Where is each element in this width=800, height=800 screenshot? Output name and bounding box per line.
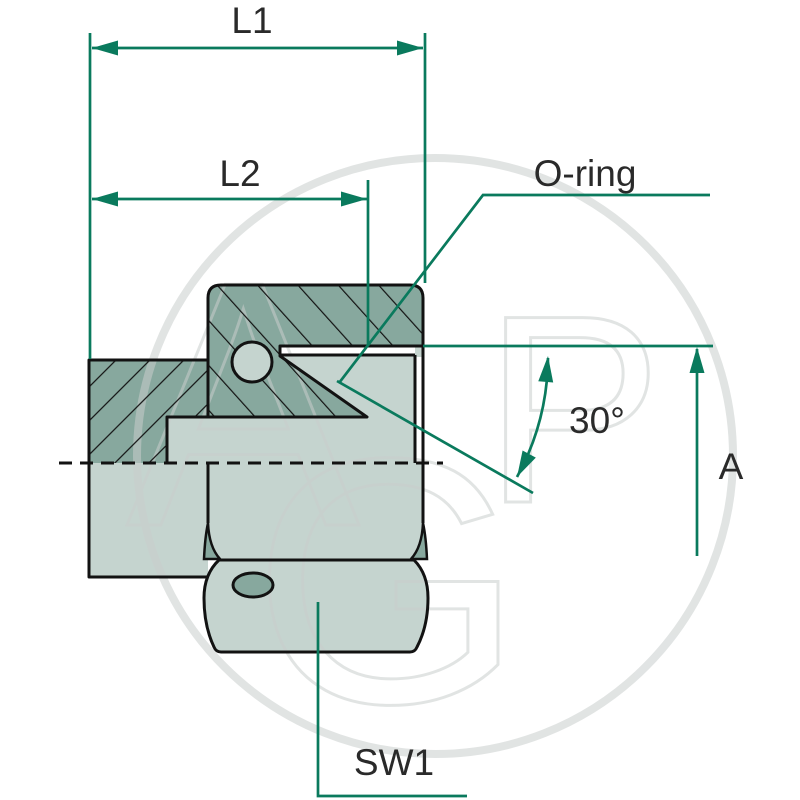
angle-label: 30°	[569, 400, 625, 441]
sw1-leader-line	[316, 602, 467, 798]
hex-face-oval	[231, 571, 275, 599]
watermark-letter-g: G	[252, 386, 524, 777]
l1-arrow-left	[92, 40, 118, 56]
sw1-label: SW1	[354, 742, 434, 783]
part-outlines	[59, 283, 443, 654]
a-arrow-up	[689, 347, 705, 373]
oring-circle	[230, 340, 274, 384]
oring-leader-line	[337, 193, 710, 384]
angle-arrow-top	[538, 356, 554, 383]
weld-block-hatch	[89, 360, 208, 463]
l1-arrow-right	[397, 40, 423, 56]
hex-corner-pocket-left	[202, 522, 223, 561]
a-label: A	[719, 446, 744, 487]
thread-gap	[280, 347, 415, 355]
watermark-letter-p: P	[484, 259, 663, 559]
bore-face	[167, 417, 209, 463]
dimension-labels: L1 L2 O-ring 30° A SW1	[219, 0, 743, 783]
tube-lower-face	[89, 463, 208, 577]
nut-hex-band-outline	[202, 558, 430, 654]
watermark: A G P	[125, 154, 737, 779]
oring-label: O-ring	[534, 153, 637, 194]
l2-arrow-right	[341, 191, 367, 207]
dim-label-l2: L2	[219, 153, 260, 194]
l2-arrow-left	[92, 191, 118, 207]
end-face-gap	[416, 357, 422, 462]
hex-corner-pocket-right	[408, 522, 429, 561]
angle-arrow-bottom	[517, 450, 536, 477]
cone-angle-line	[336, 379, 534, 495]
dim-label-l1: L1	[231, 0, 272, 41]
arrowheads	[92, 40, 705, 477]
tube-outline	[87, 463, 207, 579]
